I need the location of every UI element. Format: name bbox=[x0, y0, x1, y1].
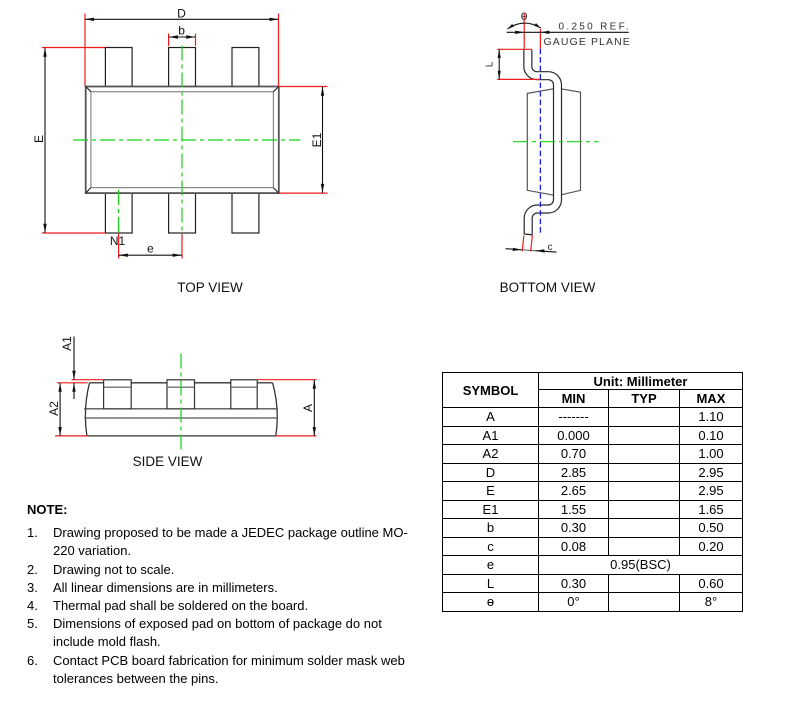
svg-text:c: c bbox=[548, 242, 553, 253]
svg-text:TOP VIEW: TOP VIEW bbox=[177, 280, 243, 295]
svg-text:GAUGE PLANE: GAUGE PLANE bbox=[544, 36, 631, 48]
svg-text:b: b bbox=[178, 24, 185, 38]
svg-text:N1: N1 bbox=[110, 234, 126, 248]
svg-text:A1: A1 bbox=[60, 336, 74, 351]
svg-text:e: e bbox=[147, 242, 154, 256]
svg-text:BOTTOM VIEW: BOTTOM VIEW bbox=[500, 280, 596, 295]
svg-text:L: L bbox=[485, 61, 496, 67]
svg-text:A: A bbox=[301, 404, 315, 412]
svg-text:E1: E1 bbox=[310, 132, 324, 147]
svg-text:SIDE VIEW: SIDE VIEW bbox=[133, 454, 203, 469]
svg-text:E: E bbox=[32, 135, 46, 143]
svg-text:D: D bbox=[177, 7, 186, 21]
svg-text:0.250 REF.: 0.250 REF. bbox=[559, 22, 631, 33]
svg-text:θ: θ bbox=[521, 12, 529, 23]
svg-text:A2: A2 bbox=[47, 401, 61, 416]
